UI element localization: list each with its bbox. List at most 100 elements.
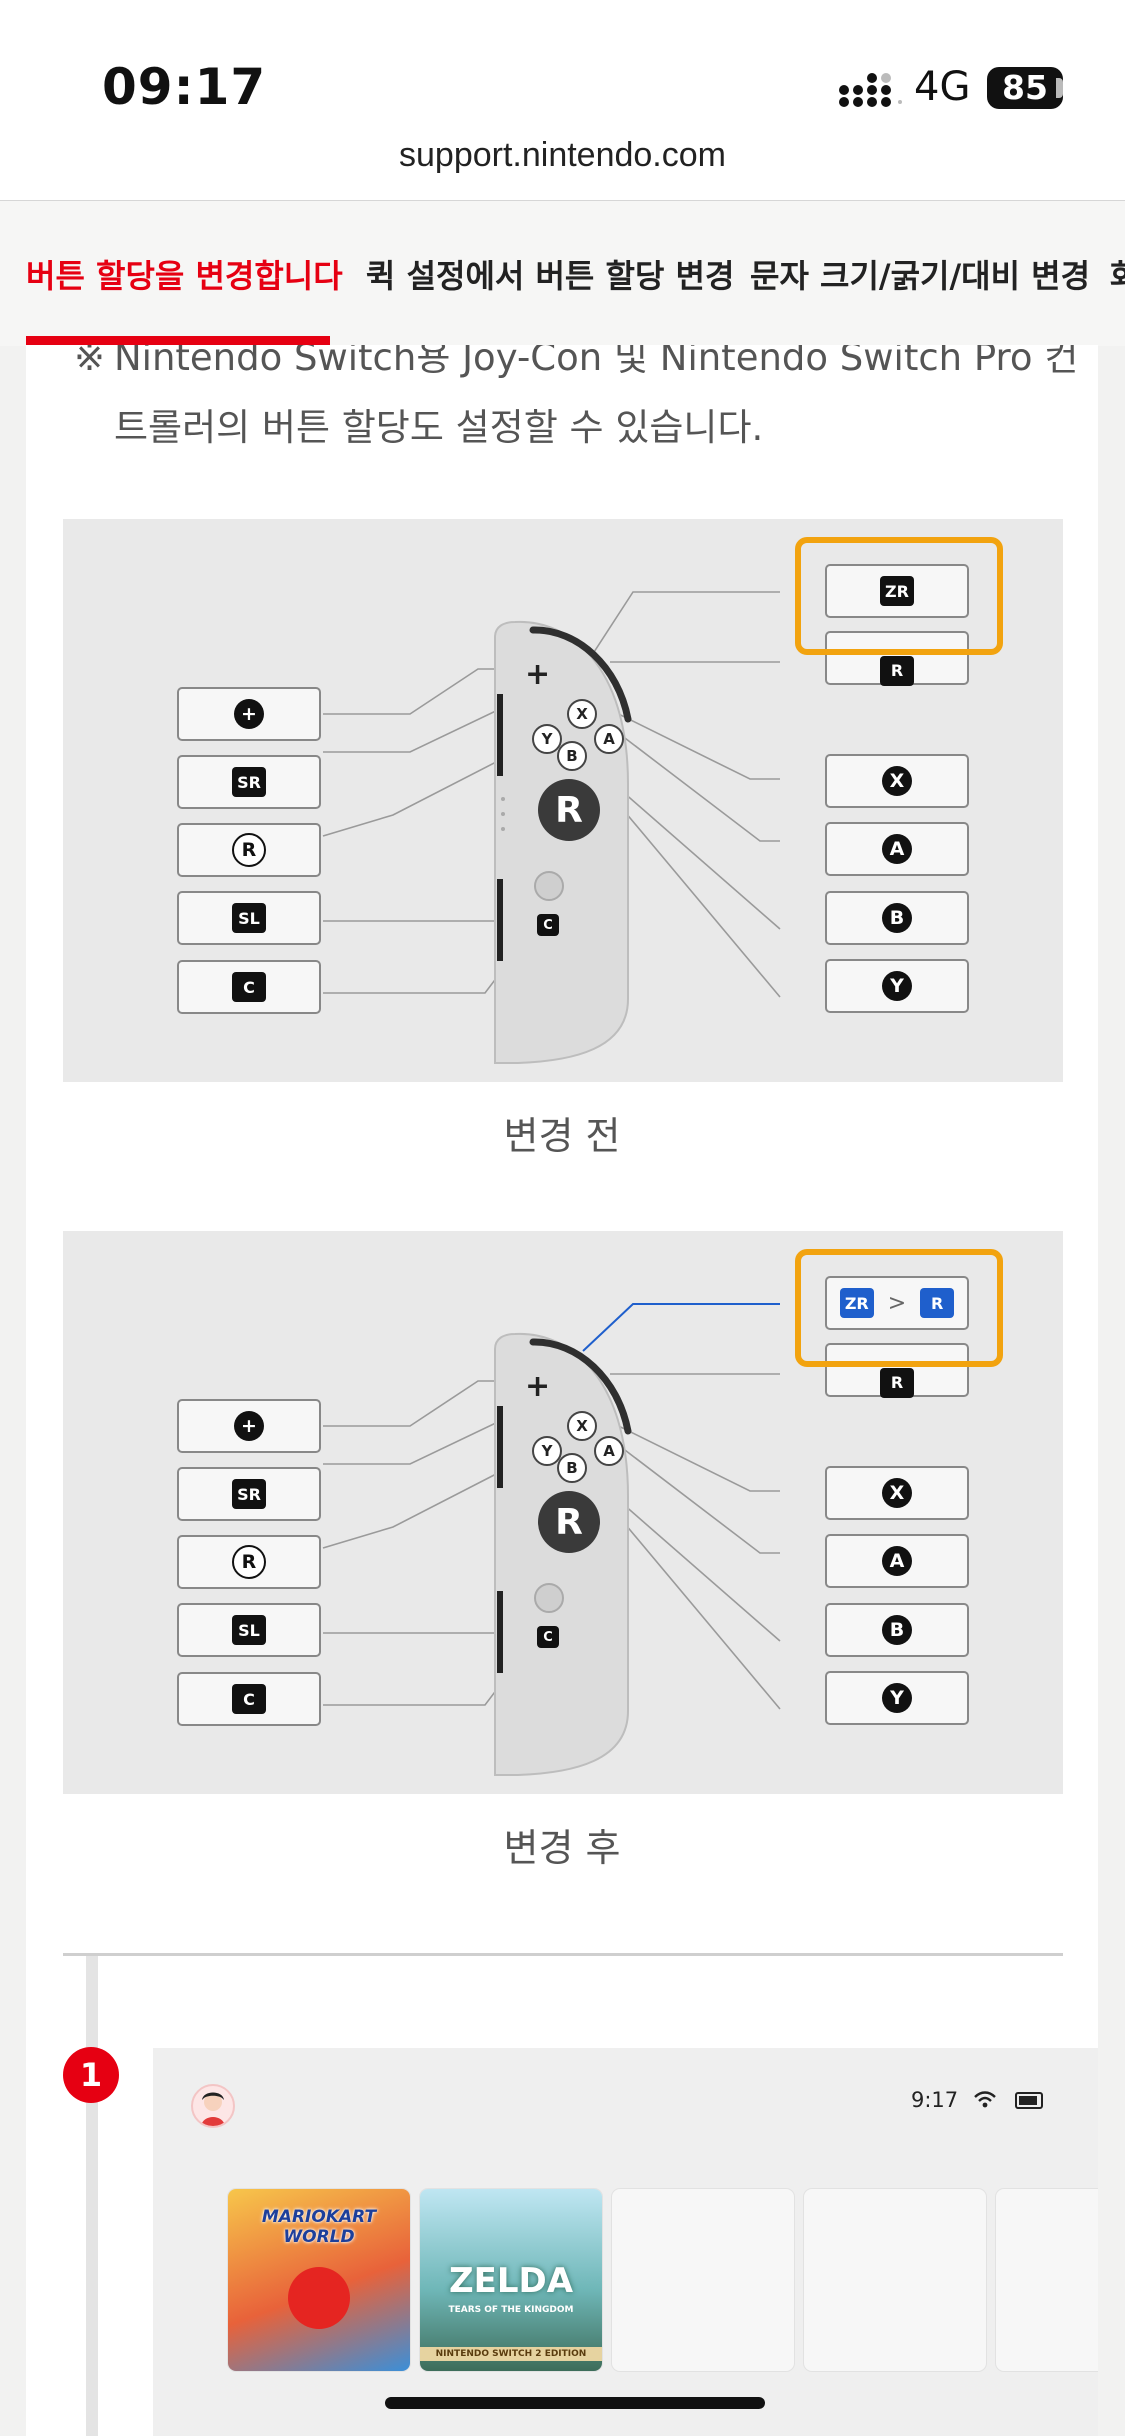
r-stick-press-icon: R (232, 1545, 266, 1579)
right-box-x: X (825, 754, 969, 808)
controller-x-button: X (567, 699, 597, 729)
game-tile-zelda[interactable]: ZELDA TEARS OF THE KINGDOM NINTENDO SWIT… (420, 2189, 602, 2371)
c-button-icon: C (232, 972, 266, 1002)
x-button-icon: X (882, 1478, 912, 1508)
controller-plus-icon: + (525, 657, 551, 692)
left-box-stick-press: R (177, 823, 321, 877)
y-button-icon: Y (882, 971, 912, 1001)
right-box-zr-remapped: ZR > R (825, 1276, 969, 1330)
remap-arrow-icon: > (887, 1290, 907, 1316)
note-line-2: 트롤러의 버튼 할당도 설정할 수 있습니다. (114, 406, 764, 449)
zr-button-icon: ZR (880, 576, 914, 606)
right-box-a-after: A (825, 1534, 969, 1588)
controller-y-button: Y (532, 724, 562, 754)
left-box-sr: SR (177, 755, 321, 809)
note-text: ※ Nintendo Switch용 Joy-Con 및 Nintendo Sw… (74, 345, 1079, 463)
game-tile-empty-1[interactable] (612, 2189, 794, 2371)
right-box-b-after: B (825, 1603, 969, 1657)
figure-before-caption: 변경 전 (503, 1114, 621, 1158)
right-box-r-after: R (825, 1343, 969, 1398)
zelda-edition-banner: NINTENDO SWITCH 2 EDITION (420, 2347, 602, 2361)
sr-button-icon: SR (232, 767, 266, 797)
note-line-1: Nintendo Switch용 Joy-Con 및 Nintendo Swit… (114, 345, 1079, 379)
controller-x-button-after: X (567, 1411, 597, 1441)
right-box-x-after: X (825, 1466, 969, 1520)
switch-battery-icon (1015, 2092, 1043, 2109)
right-box-y-after: Y (825, 1671, 969, 1725)
right-box-b: B (825, 891, 969, 945)
zelda-subtitle: TEARS OF THE KINGDOM (448, 2305, 574, 2315)
r-button-icon: R (880, 1367, 914, 1398)
controller-stick-after: R (538, 1491, 600, 1553)
left-box-sl-after: SL (177, 1603, 321, 1657)
r-stick-press-icon: R (232, 833, 266, 867)
left-box-c-after: C (177, 1672, 321, 1726)
battery-icon (1056, 78, 1063, 98)
right-box-y: Y (825, 959, 969, 1013)
left-box-stick-press-after: R (177, 1535, 321, 1589)
b-button-icon: B (882, 903, 912, 933)
zr-button-icon: ZR (839, 1288, 874, 1318)
tab-next-partial[interactable]: 화 (1110, 251, 1125, 297)
plus-button-icon: + (234, 1411, 264, 1441)
controller-plus-icon-after: + (525, 1369, 551, 1404)
r-button-icon: R (880, 655, 914, 686)
controller-stick: R (538, 779, 600, 841)
figure-after: + X Y A B R C + SR R SL C R ZR > R X A B… (63, 1231, 1063, 1794)
controller-b-button: B (557, 741, 587, 771)
plus-button-icon: + (234, 699, 264, 729)
sl-button-icon: SL (232, 1615, 266, 1645)
active-tab-indicator (26, 336, 330, 346)
figure-before: + X Y A B R C + SR R SL C R ZR X A B Y (63, 519, 1063, 1082)
controller-a-button: A (594, 724, 624, 754)
tab-text-size-contrast[interactable]: 문자 크기/굵기/대비 변경 (750, 257, 1091, 295)
a-button-icon: A (882, 834, 912, 864)
game-tile-mario-kart-world[interactable]: MARIOKART WORLD (228, 2189, 410, 2371)
mario-kart-logo: MARIOKART WORLD (261, 2207, 377, 2247)
tab-change-button-assignment[interactable]: 버튼 할당을 변경합니다 (26, 257, 343, 295)
right-box-r: R (825, 631, 969, 686)
switch-home-screenshot: 9:17 MARIOKART WORLD ZELDA TEARS OF THE … (153, 2048, 1098, 2436)
address-bar-url[interactable]: support.nintendo.com (399, 136, 726, 174)
wifi-icon (974, 2091, 996, 2108)
network-type: 4G (914, 64, 971, 110)
switch-clock: 9:17 (911, 2088, 959, 2112)
user-avatar (191, 2084, 235, 2128)
left-box-c: C (177, 960, 321, 1014)
controller-a-button-after: A (594, 1436, 624, 1466)
controller-c-button-after: C (537, 1626, 559, 1648)
section-tab-bar: 버튼 할당을 변경합니다 퀵 설정에서 버튼 할당 변경 문자 크기/굵기/대비… (0, 200, 1125, 346)
sr-button-icon: SR (232, 1479, 266, 1509)
step-number-badge: 1 (63, 2047, 119, 2103)
sl-button-icon: SL (232, 903, 266, 933)
game-tile-empty-3[interactable] (996, 2189, 1098, 2371)
status-time: 09:17 (102, 58, 267, 116)
controller-home-icon (534, 871, 564, 901)
battery-level: 85 (987, 67, 1063, 109)
left-box-sr-after: SR (177, 1467, 321, 1521)
right-box-a: A (825, 822, 969, 876)
tab-quick-settings-assignment[interactable]: 퀵 설정에서 버튼 할당 변경 (366, 257, 735, 295)
section-divider (63, 1953, 1063, 1956)
zelda-logo: ZELDA (448, 2261, 574, 2301)
step-timeline (86, 1956, 98, 2436)
right-box-zr: ZR (825, 564, 969, 618)
left-box-plus: + (177, 687, 321, 741)
controller-c-button: C (537, 914, 559, 936)
y-button-icon: Y (882, 1683, 912, 1713)
r-button-icon: R (920, 1288, 955, 1318)
zr-highlight (795, 537, 1003, 655)
mario-figure-icon (288, 2267, 350, 2329)
content-card: ※ Nintendo Switch용 Joy-Con 및 Nintendo Sw… (26, 345, 1098, 2436)
home-indicator[interactable] (385, 2397, 765, 2409)
game-tile-empty-2[interactable] (804, 2189, 986, 2371)
a-button-icon: A (882, 1546, 912, 1576)
c-button-icon: C (232, 1684, 266, 1714)
cellular-signal-icon (839, 73, 902, 107)
controller-y-button-after: Y (532, 1436, 562, 1466)
status-bar: 09:17 4G 85 support.nintendo.com (0, 0, 1125, 200)
zr-remap-highlight (795, 1249, 1003, 1367)
left-box-sl: SL (177, 891, 321, 945)
controller-b-button-after: B (557, 1453, 587, 1483)
controller-home-icon-after (534, 1583, 564, 1613)
